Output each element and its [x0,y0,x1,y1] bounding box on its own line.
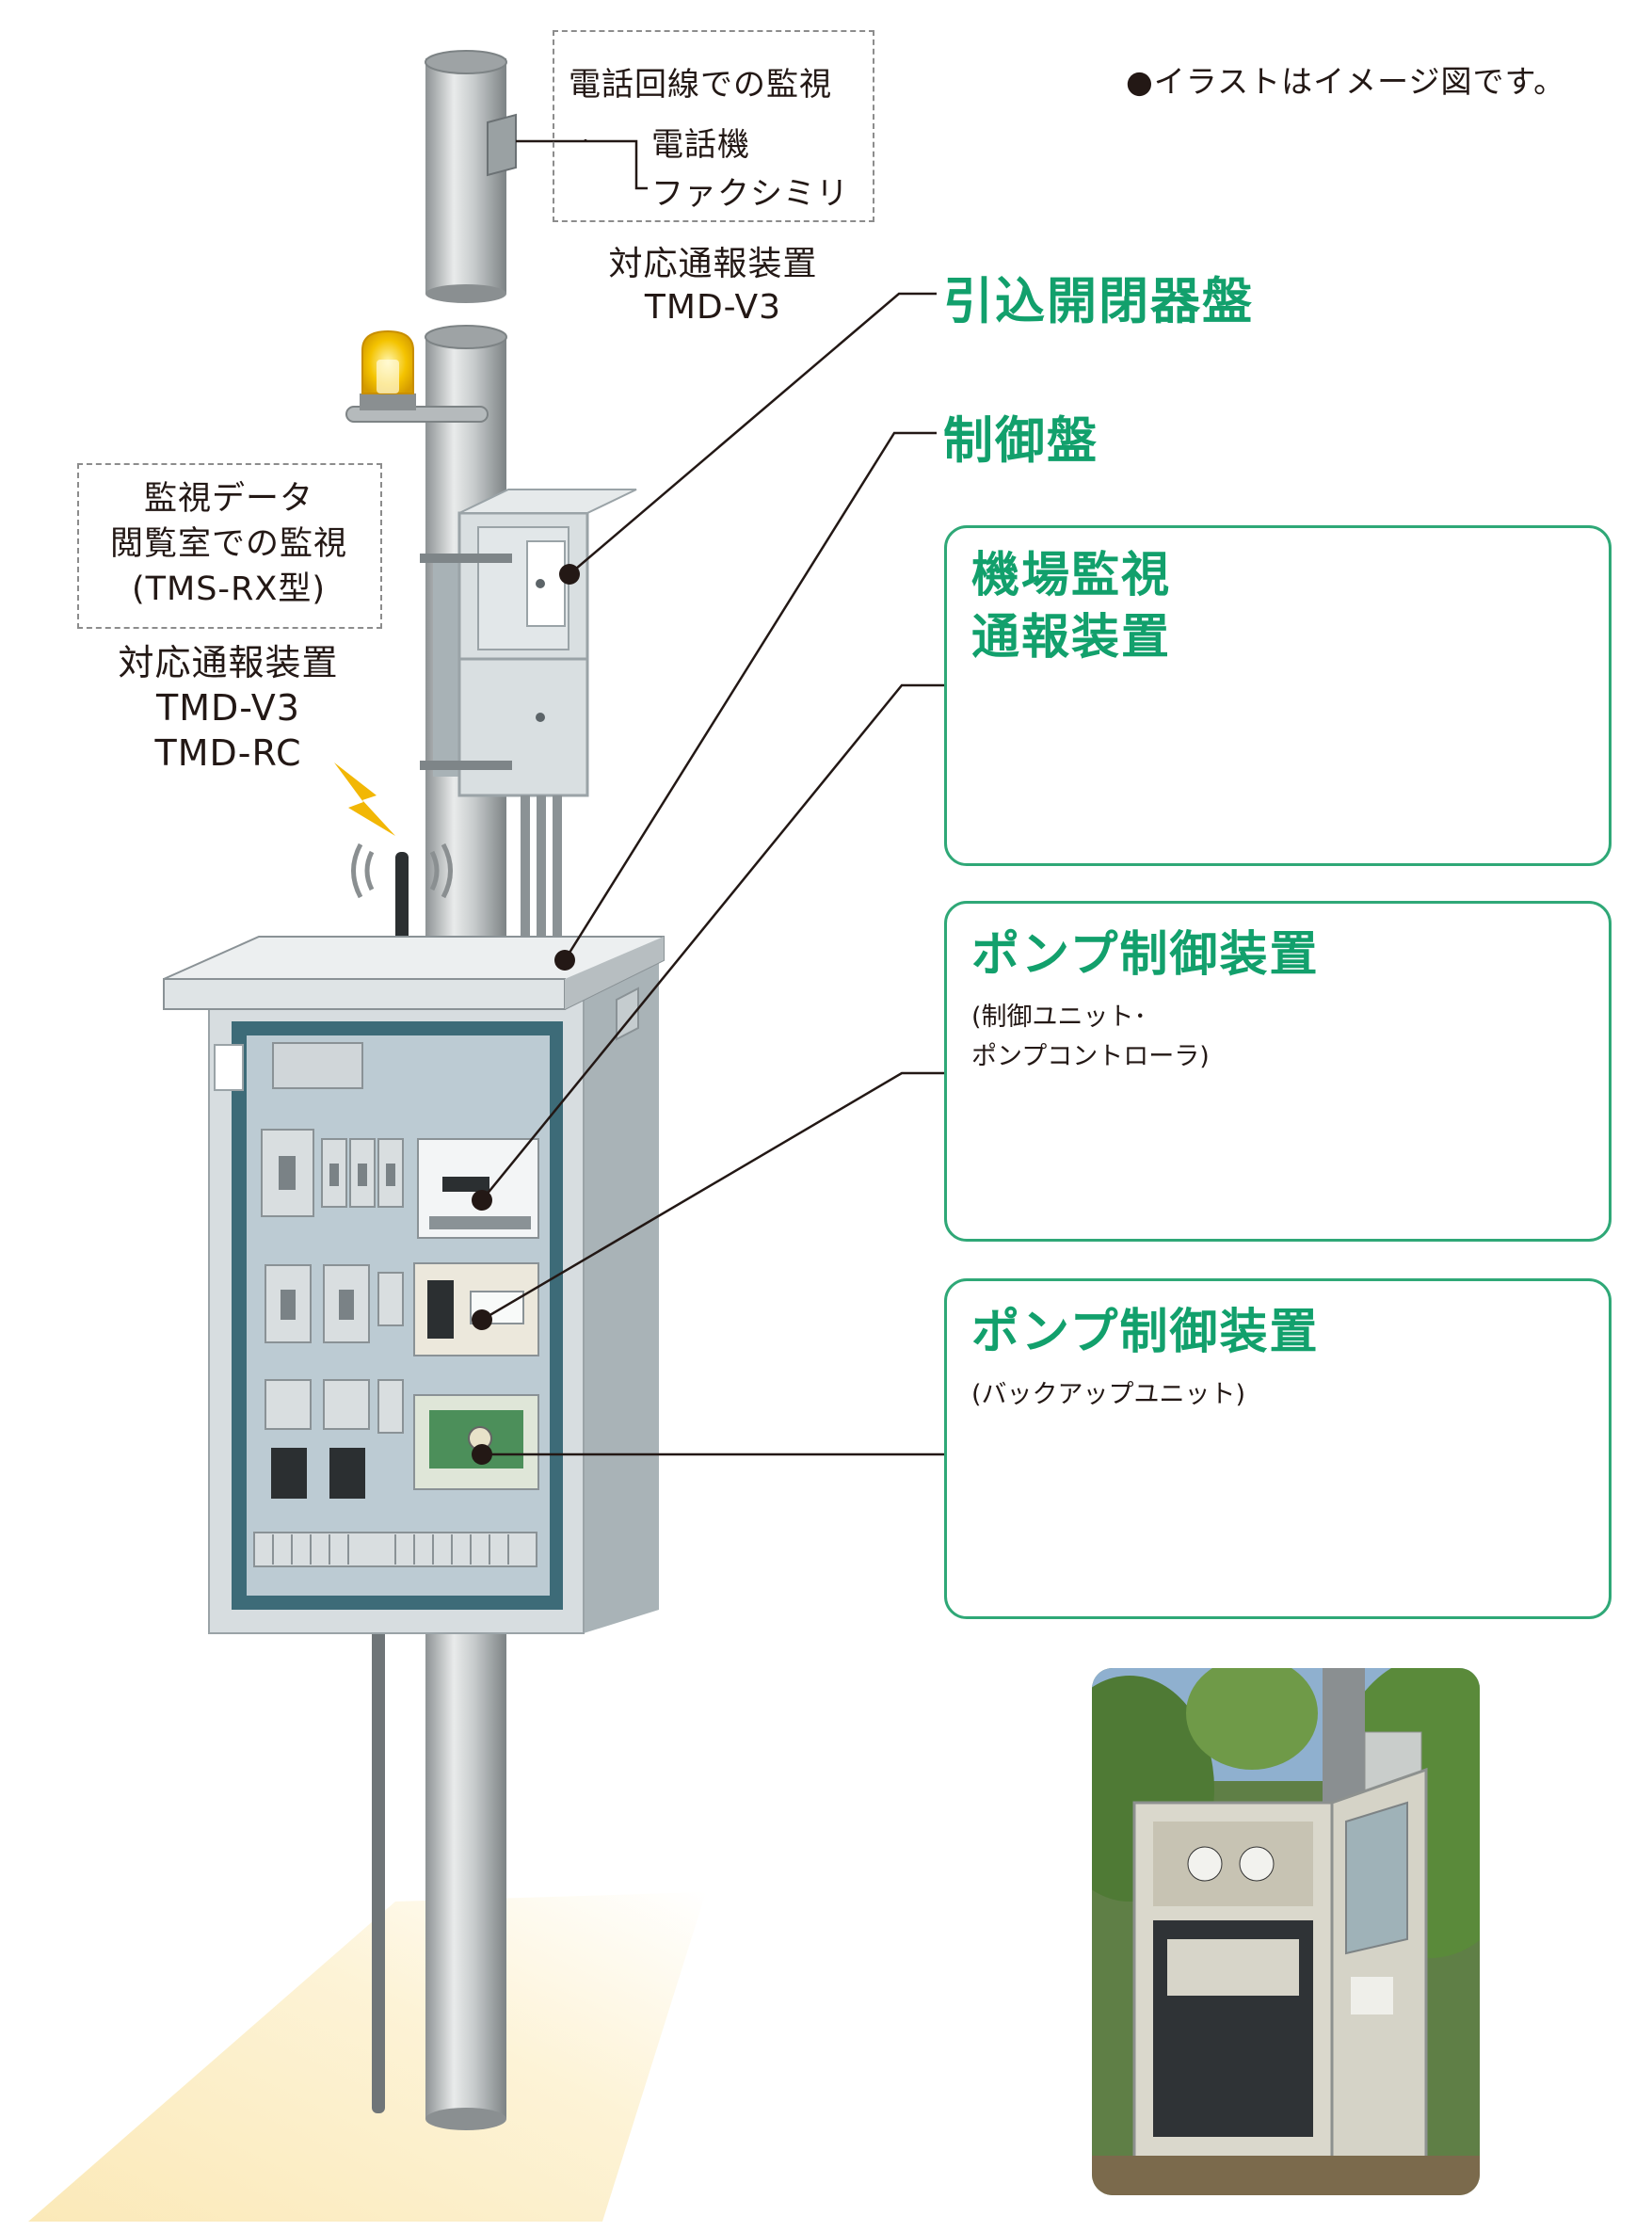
ground-shadow [28,1892,706,2222]
label-incoming-switchboard: 引込開閉器盤 [943,273,1254,330]
upper-pole [425,58,506,294]
data-room-text: 監視データ 閲覧室での監視 (TMS-RX型) [77,476,380,612]
phone-monitoring-title: 電話回線での監視 [569,66,832,104]
ground-rod [372,1619,385,2113]
data-room-caption-model-2: TMD-RC [154,732,302,774]
leader-lines [481,139,944,1456]
data-room-device-caption: 対応通報装置 TMD-V3 TMD-RC [66,640,391,776]
card-backup-title: ポンプ制御装置 [971,1305,1320,1360]
leader-switchboard [569,292,937,575]
card-pump-controller: ポンプ制御装置 (制御ユニット･ ポンプコントローラ) [944,901,1612,1242]
leader-pump-controller [481,1071,944,1322]
card-monitoring-device: 機場監視 通報装置 [944,525,1612,866]
installation-photo [1092,1668,1480,2195]
data-room-line-3: (TMS-RX型) [131,570,327,608]
leader-monitoring [481,683,944,1201]
phone-device-caption-model: TMD-V3 [644,288,782,327]
signal-lightning-icon [334,762,395,836]
leader-control-panel [563,431,937,961]
phone-tree [516,139,648,190]
card-backup-subtitle: (バックアップユニット) [971,1380,1246,1409]
card-backup-unit: ポンプ制御装置 (バックアップユニット) [944,1278,1612,1619]
data-room-line-1: 監視データ [143,480,313,518]
phone-connector-icon [487,113,517,177]
phone-device-caption: 対応通報装置 TMD-V3 [555,243,871,329]
phone-device-caption-line: 対応通報装置 [608,245,818,283]
card-pump-controller-title: ポンプ制御装置 [971,927,1320,983]
phone-item-telephone: 電話機 [651,126,750,164]
data-room-caption-model-1: TMD-V3 [156,687,300,729]
control-panel-side [584,955,659,1633]
data-room-box [77,463,382,629]
antenna-icon [395,852,409,951]
label-control-panel: 制御盤 [943,412,1099,470]
data-room-line-2: 閲覧室での監視 [109,525,347,563]
disclaimer-note: ●イラストはイメージ図です。 [1126,63,1566,100]
card-monitoring-title: 機場監視 通報装置 [971,548,1172,666]
card-pump-controller-subtitle: (制御ユニット･ ポンプコントローラ) [971,1003,1210,1071]
data-room-caption-line: 対応通報装置 [118,642,339,683]
phone-monitoring-box [553,30,874,222]
phone-item-fax: ファクシミリ [651,175,849,213]
